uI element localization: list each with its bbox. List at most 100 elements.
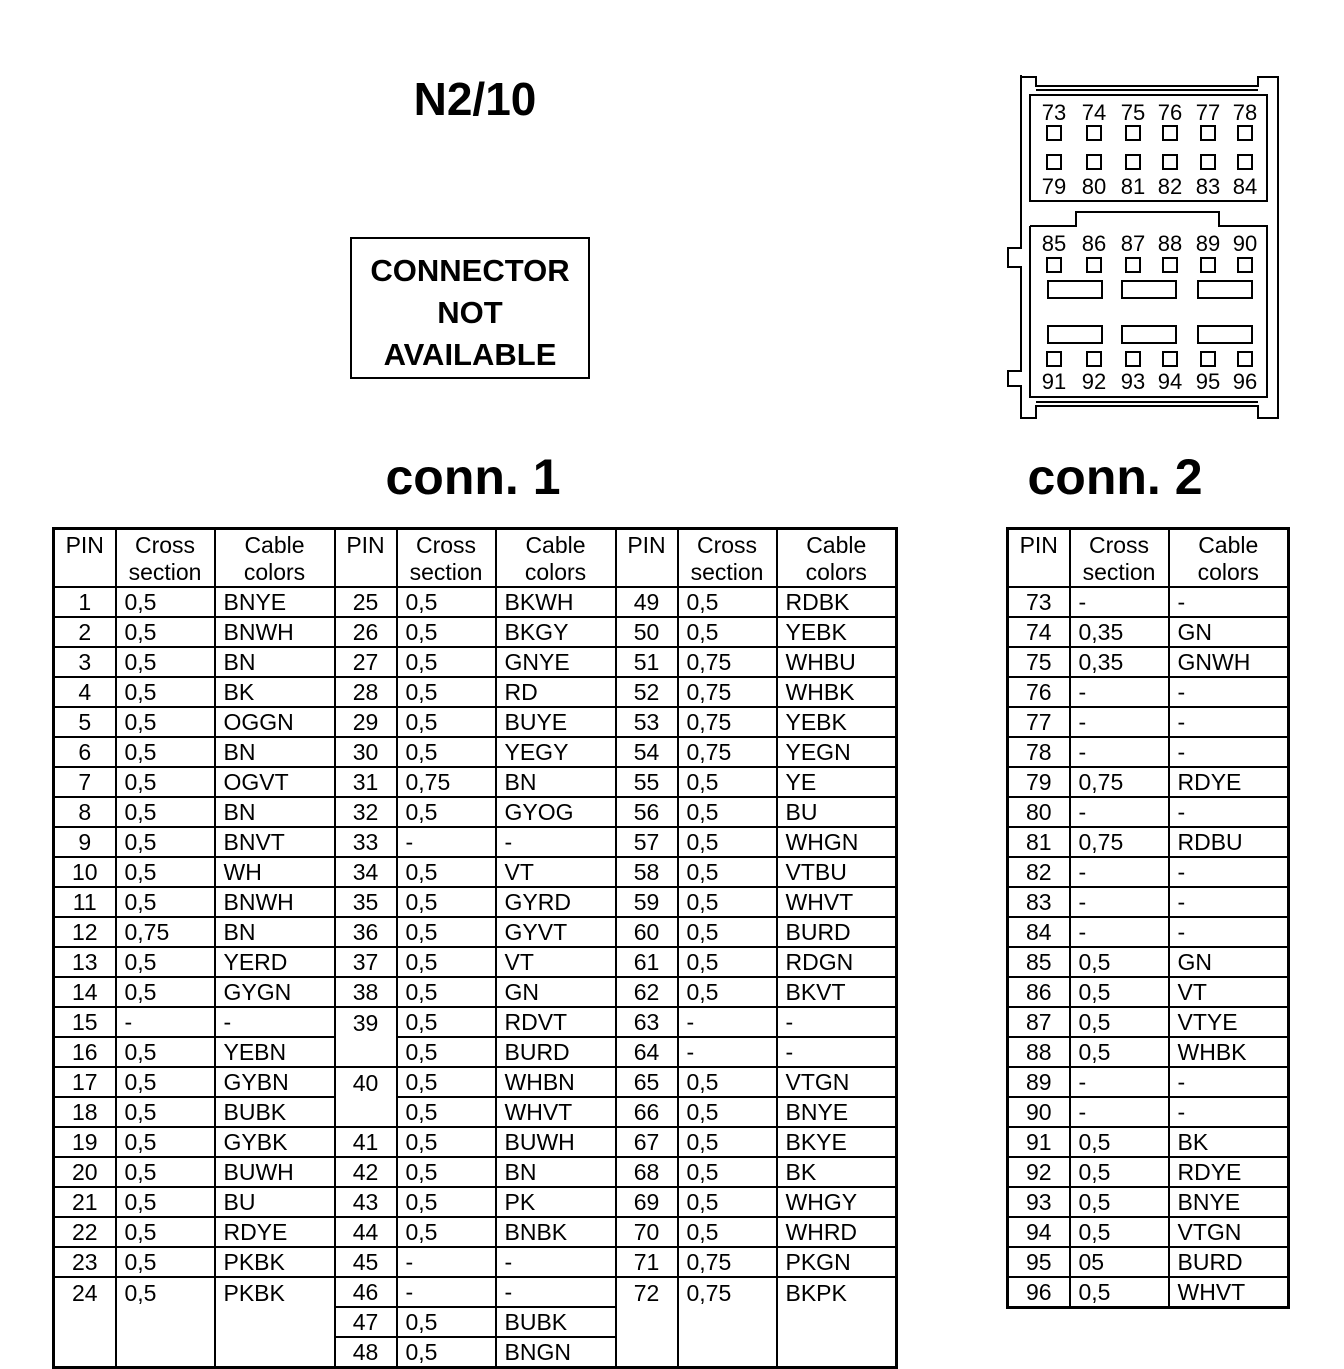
cable-color-cell: RDBK [775, 587, 898, 618]
cable-color-cell: - [494, 1277, 617, 1308]
pin-cell: 17 [52, 1067, 117, 1098]
cable-color-cell: - [213, 1007, 336, 1038]
pin-cell: 96 [1006, 1277, 1071, 1309]
pin-cell: 80 [1006, 797, 1071, 828]
cable-color-cell: BUWH [494, 1127, 617, 1158]
cable-color-cell: VT [1167, 977, 1290, 1008]
page-title: N2/10 [413, 73, 537, 125]
cross-section-cell: 0,5 [114, 587, 216, 618]
pin-cell: 58 [614, 857, 679, 888]
pin-cavity [1237, 125, 1253, 141]
cross-section-cell: - [1068, 707, 1170, 738]
cable-color-cell: RD [494, 677, 617, 708]
cable-color-cell: GN [1167, 617, 1290, 648]
pin-cell [333, 1037, 398, 1068]
cross-section-cell: 0,5 [395, 1337, 497, 1369]
cross-section-cell: 0,5 [395, 1217, 497, 1248]
header-pin: PIN [52, 528, 117, 588]
cable-color-cell: BN [213, 917, 336, 948]
cross-section-cell: 0,5 [395, 1007, 497, 1038]
cable-color-cell: BNWH [213, 617, 336, 648]
cross-section-cell: 0,5 [676, 1067, 778, 1098]
cable-color-cell: BK [1167, 1127, 1290, 1158]
pin-cell: 93 [1006, 1187, 1071, 1218]
cable-color-cell: WH [213, 857, 336, 888]
cable-color-cell: - [494, 1247, 617, 1278]
cable-color-cell: BNYE [1167, 1187, 1290, 1218]
cable-color-cell: GYRD [494, 887, 617, 918]
cable-color-cell: GYOG [494, 797, 617, 828]
pin-cell: 71 [614, 1247, 679, 1278]
pin-number-label: 75 [1121, 100, 1145, 125]
cross-section-cell [114, 1337, 216, 1368]
pin-cell: 13 [52, 947, 117, 978]
cable-color-cell: BN [494, 767, 617, 798]
pin-cell: 26 [333, 617, 398, 648]
cross-section-cell [676, 1337, 778, 1368]
cross-section-cell: 0,5 [395, 707, 497, 738]
cable-color-cell: BNBK [494, 1217, 617, 1248]
pin-cell: 10 [52, 857, 117, 888]
pin-cell: 55 [614, 767, 679, 798]
cable-color-cell: BURD [775, 917, 898, 948]
pin-cell: 95 [1006, 1247, 1071, 1278]
pin-number-label: 85 [1042, 231, 1066, 256]
cable-color-cell: BKVT [775, 977, 898, 1008]
cross-section-cell: 0,5 [114, 1157, 216, 1188]
connector-not-available-box: CONNECTOR NOT AVAILABLE [350, 237, 590, 379]
pin-number-label: 74 [1082, 100, 1106, 125]
cross-section-cell: - [1068, 797, 1170, 828]
pin-cell: 30 [333, 737, 398, 768]
pin-cell: 6 [52, 737, 117, 768]
cross-section-cell: 0,5 [1068, 977, 1170, 1008]
cross-section-cell: 0,5 [676, 797, 778, 828]
cross-section-cell: - [1068, 737, 1170, 768]
pin-cell: 28 [333, 677, 398, 708]
cable-color-cell: GYBN [213, 1067, 336, 1098]
pin-cell: 27 [333, 647, 398, 678]
pin-cavity [1237, 257, 1253, 273]
pin-cell: 43 [333, 1187, 398, 1218]
pin-cavity [1046, 351, 1062, 367]
cross-section-cell: 0,5 [114, 1037, 216, 1068]
cross-section-cell: 0,5 [1068, 1187, 1170, 1218]
pin-number-label: 82 [1158, 174, 1182, 199]
cross-section-cell: 0,5 [395, 797, 497, 828]
pin-cell: 3 [52, 647, 117, 678]
cross-section-cell: - [114, 1007, 216, 1038]
cross-section-cell: 0,75 [676, 737, 778, 768]
cross-section-cell: 0,5 [676, 857, 778, 888]
pin-cell: 54 [614, 737, 679, 768]
pin-cell [333, 1097, 398, 1128]
cross-section-cell: - [1068, 587, 1170, 618]
pin-cell: 75 [1006, 647, 1071, 678]
cable-color-cell [775, 1307, 898, 1337]
pin-cell: 66 [614, 1097, 679, 1128]
cable-color-cell: GN [1167, 947, 1290, 978]
cross-section-cell: 0,5 [114, 977, 216, 1008]
cross-section-cell: 0,75 [114, 917, 216, 948]
pin-cavity [1162, 125, 1178, 141]
cross-section-cell: 0,5 [114, 797, 216, 828]
cross-section-cell: 0,5 [395, 677, 497, 708]
